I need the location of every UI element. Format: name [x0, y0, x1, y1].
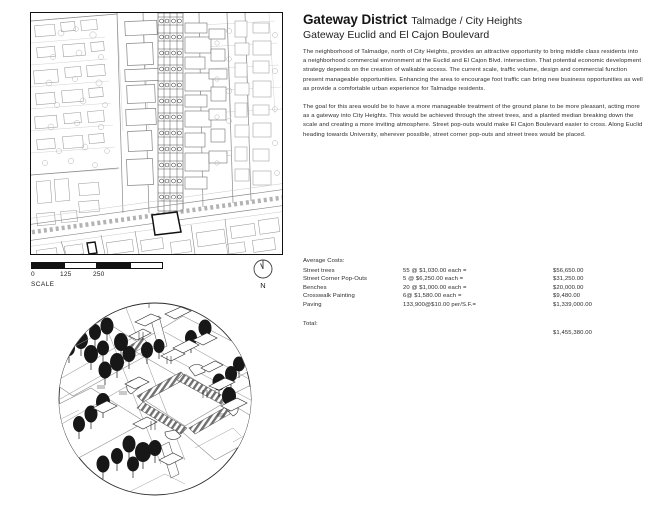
total-amount: $1,455,380.00 [553, 329, 592, 336]
south-street-casings [60, 218, 230, 254]
average-costs-table: Average Costs: Street trees 55 @ $1,030.… [303, 258, 655, 309]
cost-calc: 20 @ $1,000.00 each = [403, 284, 467, 291]
page-title-location: Talmadge / City Heights [411, 15, 523, 27]
axon-vehicles [92, 306, 248, 466]
building-footprints-east [234, 20, 272, 186]
table-row: Street Corner Pop-Outs 5 @ $6,250.00 eac… [303, 275, 655, 284]
body-paragraph-1: The neighborhood of Talmadge, north of C… [303, 49, 643, 92]
euclid-median-planting [157, 13, 184, 212]
vignette-content [59, 303, 251, 495]
total-label-row: Total: [303, 320, 655, 329]
axon-crosswalks [128, 337, 238, 435]
cost-label: Paving [303, 301, 322, 308]
cost-calc: 6@ $1,580.00 each = [403, 293, 462, 300]
map-content [31, 13, 282, 254]
page-subtitle: Gateway Euclid and El Cajon Boulevard [303, 29, 490, 41]
building-footprints-south [36, 217, 281, 254]
cost-label: Street trees [303, 267, 335, 274]
cost-label: Crosswalk Painting [303, 293, 355, 300]
table-row: Benches 20 @ $1,000.00 each = $20,000.00 [303, 284, 655, 293]
key-intersection-highlight [151, 211, 182, 236]
scale-tick-250: 250 [93, 271, 105, 278]
cost-amount: $9,480.00 [553, 293, 581, 300]
table-row: Street trees 55 @ $1,030.00 each = $56,6… [303, 267, 655, 276]
total-spacer-2 [403, 329, 553, 338]
cost-calc: 55 @ $1,030.00 each = [403, 267, 467, 274]
site-plan-map [30, 12, 283, 255]
tree-symbols-east [214, 28, 280, 176]
table-row: Paving 133,900@$10.00 per/S.F.= $1,339,0… [303, 301, 655, 310]
scale-segment-2 [64, 262, 97, 269]
intersection-axonometric-vignette [33, 302, 277, 499]
table-row: Crosswalk Painting 6@ $1,580.00 each = $… [303, 292, 655, 301]
scale-segment-4 [130, 262, 163, 269]
site-plan-svg [31, 13, 282, 254]
building-footprints-west [33, 19, 106, 226]
total-label: Total: [303, 321, 318, 327]
total-block: Total: $1,455,380.00 [303, 320, 655, 337]
cost-amount: $31,250.00 [553, 276, 584, 283]
body-paragraph-2: The goal for this area would be to have … [303, 104, 643, 138]
scale-bar-track [31, 262, 171, 269]
cost-calc: 133,900@$10.00 per/S.F.= [403, 301, 477, 308]
median-tree-symbols [159, 18, 182, 200]
scale-segment-3 [97, 262, 130, 269]
scale-caption: SCALE [31, 281, 55, 288]
north-arrow-icon [253, 259, 273, 279]
scale-tick-125: 125 [60, 271, 72, 278]
total-amount-row: $1,455,380.00 [303, 329, 655, 338]
total-spacer [303, 329, 403, 338]
cost-amount: $56,650.00 [553, 267, 584, 274]
scale-tick-0: 0 [31, 271, 35, 278]
vignette-svg [58, 302, 252, 496]
corner-popout-highlight [86, 241, 98, 254]
tree-symbols-west [42, 26, 110, 168]
north-arrow: N [250, 258, 284, 294]
plan-figures-column: 0 125 250 SCALE N [0, 0, 300, 517]
north-arrow-label: N [260, 281, 266, 290]
scale-bar: 0 125 250 SCALE [31, 262, 181, 292]
cost-calc: 5 @ $6,250.00 each = [403, 276, 464, 283]
cost-amount: $20,000.00 [553, 284, 584, 291]
axon-street-furniture [97, 303, 225, 430]
costs-heading: Average Costs: [303, 258, 345, 264]
building-footprints-center [124, 20, 228, 190]
scale-segment-1 [31, 262, 64, 269]
cost-label: Benches [303, 284, 327, 291]
cost-label: Street Corner Pop-Outs [303, 276, 368, 283]
page-title: Gateway District [303, 12, 408, 27]
cost-amount: $1,339,000.00 [553, 301, 592, 308]
